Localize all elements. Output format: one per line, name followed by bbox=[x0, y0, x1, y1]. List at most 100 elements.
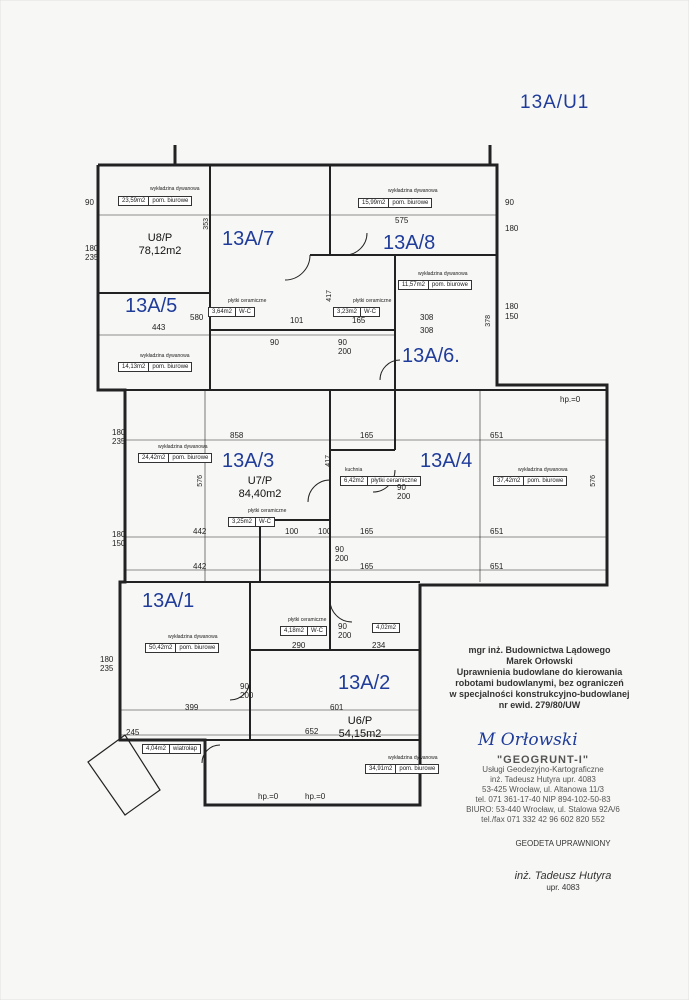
room-area: 4,04m2 bbox=[143, 745, 171, 753]
dimension: 165 bbox=[360, 562, 374, 571]
surveyor-block: GEODETA UPRAWNIONY inż. Tadeusz Hutyra u… bbox=[488, 838, 638, 893]
floor-type-header: płytki ceramiczne bbox=[248, 508, 287, 514]
credit-line: Marek Orłowski bbox=[506, 656, 573, 666]
premises-label: U7/P 84,40m2 bbox=[230, 475, 290, 501]
room-use: wiatrołap bbox=[173, 746, 198, 752]
credit-line: mgr inż. Budownictwa Lądowego bbox=[468, 645, 611, 655]
premises-label: U8/P 78,12m2 bbox=[130, 232, 190, 258]
dimension: 180 bbox=[505, 224, 519, 233]
dimension: 200 bbox=[335, 554, 349, 563]
unit-label: 13A/5 bbox=[125, 295, 178, 317]
dimension: 580 bbox=[190, 313, 204, 322]
dimension: 290 bbox=[292, 641, 306, 650]
floor-type-header: wykładzina dywanowa bbox=[388, 755, 438, 761]
dimension: 100 bbox=[285, 527, 299, 536]
signature-space bbox=[488, 849, 638, 871]
premises-label: U6/P 54,15m2 bbox=[330, 715, 390, 741]
dimension: 90 bbox=[505, 198, 514, 207]
premises-area: 84,40m2 bbox=[238, 488, 282, 500]
dimension: 443 bbox=[152, 323, 166, 332]
room-area: 4,18m2 bbox=[281, 627, 309, 635]
dimension: 353 bbox=[203, 218, 210, 230]
dimension: 245 bbox=[126, 728, 140, 737]
room-use: pom. biurowe bbox=[399, 766, 436, 772]
unit-label: 13A/1 bbox=[142, 590, 195, 612]
room-use: W-C bbox=[364, 309, 376, 315]
room-use: W-C bbox=[259, 519, 271, 525]
dimension: 234 bbox=[372, 641, 386, 650]
stamp-line: inż. Tadeusz Hutyra upr. 4083 bbox=[490, 775, 596, 784]
designer-credit: mgr inż. Budownictwa Lądowego Marek Orło… bbox=[432, 645, 647, 711]
unit-label: 13A/2 bbox=[338, 672, 391, 694]
sheet-code: 13A/U1 bbox=[520, 92, 590, 113]
room-use: płytki ceramiczne bbox=[371, 478, 418, 484]
floor-type-header: wykładzina dywanowa bbox=[518, 467, 568, 473]
room-use: pom. biurowe bbox=[172, 455, 209, 461]
dimension: 235 bbox=[85, 253, 99, 262]
floor-type-header: płytki ceramiczne bbox=[288, 617, 327, 623]
dimension: 180 bbox=[505, 302, 519, 311]
company-stamp: "GEOGRUNT-I" Usługi Geodezyjno-Kartograf… bbox=[448, 755, 638, 825]
floor-type-header: wykładzina dywanowa bbox=[388, 188, 438, 194]
dimension: 417 bbox=[325, 455, 332, 467]
dimension: 165 bbox=[360, 431, 374, 440]
room-area: 14,13m2 bbox=[119, 363, 150, 371]
dimension: 235 bbox=[100, 664, 114, 673]
room-area: 6,42m2 bbox=[341, 477, 369, 485]
stamp-line: "GEOGRUNT-I" bbox=[496, 754, 590, 766]
dimension: 858 bbox=[230, 431, 244, 440]
dimension: 180 bbox=[112, 428, 126, 437]
dimension: 200 bbox=[338, 347, 352, 356]
room-box: 4,02m2 bbox=[372, 623, 401, 633]
dimension: 417 bbox=[326, 290, 333, 302]
dimension: 90 bbox=[270, 338, 279, 347]
room-use: pom. biurowe bbox=[527, 478, 564, 484]
credit-line: robotami budowlanymi, bez ograniczeń bbox=[455, 678, 624, 688]
unit-label: 13A/3 bbox=[222, 450, 275, 472]
room-use: W-C bbox=[311, 628, 323, 634]
dimension: 90 bbox=[397, 483, 406, 492]
floor-type-header: płytki ceramiczne bbox=[228, 298, 267, 304]
dimension: 399 bbox=[185, 703, 199, 712]
room-area: 24,42m2 bbox=[139, 454, 170, 462]
dimension: 90 bbox=[240, 682, 249, 691]
vestibule-outline bbox=[87, 734, 161, 816]
credit-line: nr ewid. 279/80/UW bbox=[498, 700, 581, 710]
interior-walls bbox=[98, 165, 607, 741]
floor-type-header: wykładzina dywanowa bbox=[140, 353, 190, 359]
dimension: 150 bbox=[505, 312, 519, 321]
floor-type-header: płytki ceramiczne bbox=[353, 298, 392, 304]
room-area: 3,23m2 bbox=[334, 308, 362, 316]
room-area: 3,64m2 bbox=[209, 308, 237, 316]
floor-type-header: kuchnia bbox=[345, 467, 363, 473]
dimension: 200 bbox=[397, 492, 411, 501]
floor-type-header: wykładzina dywanowa bbox=[168, 634, 218, 640]
dimension: 180 bbox=[100, 655, 114, 664]
dimension: 150 bbox=[112, 539, 126, 548]
dimension: 180 bbox=[85, 244, 99, 253]
stamp-line: tel./fax 071 332 42 96 602 820 552 bbox=[481, 815, 605, 824]
room-area: 34,91m2 bbox=[366, 765, 397, 773]
designer-signature: M Orłowski bbox=[478, 730, 578, 750]
dimension: 101 bbox=[290, 316, 304, 325]
dimension: 165 bbox=[360, 527, 374, 536]
room-use: pom. biurowe bbox=[431, 282, 468, 288]
dimension: 308 bbox=[420, 313, 434, 322]
premises-code: U6/P bbox=[347, 715, 373, 727]
premises-area: 54,15m2 bbox=[338, 728, 382, 740]
dimension: 235 bbox=[112, 437, 126, 446]
dimension: 200 bbox=[338, 631, 352, 640]
dimension: 442 bbox=[193, 527, 207, 536]
level-marker: hp.=0 bbox=[560, 395, 581, 404]
surveyor-license: upr. 4083 bbox=[546, 883, 580, 892]
dimension: 200 bbox=[240, 691, 254, 700]
